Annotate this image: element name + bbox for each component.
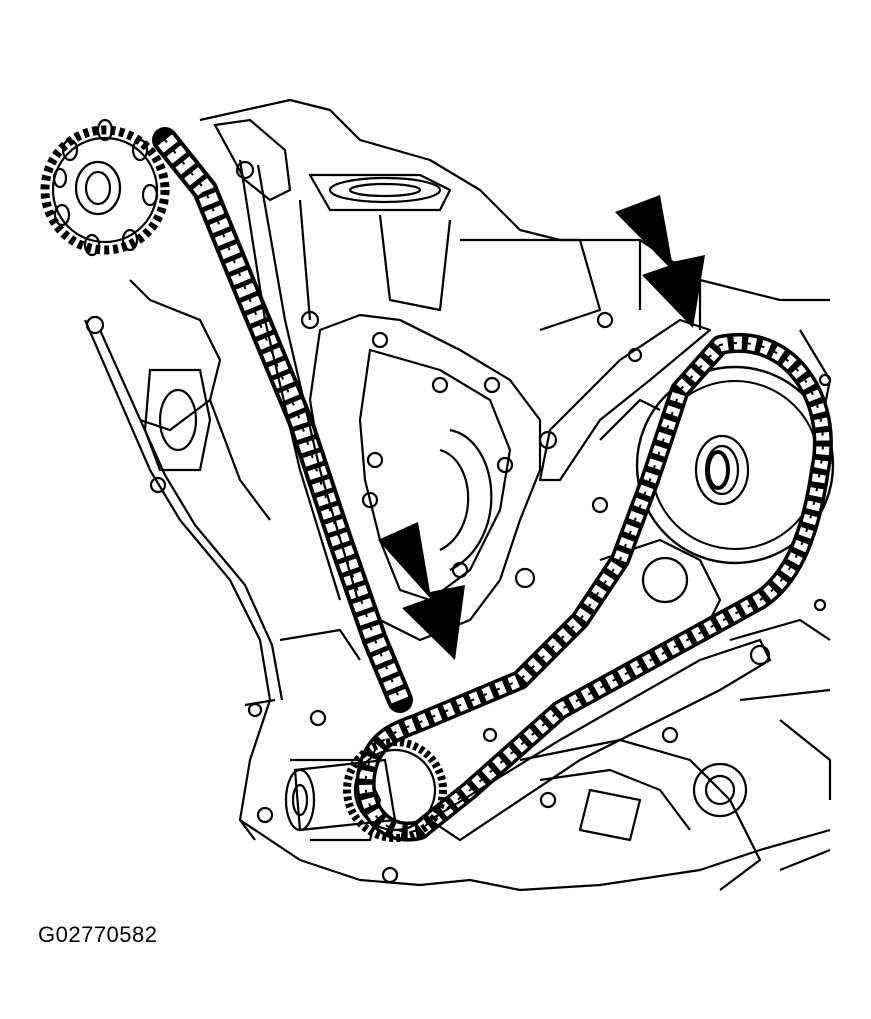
- left-camshaft-sprocket: [40, 118, 170, 257]
- right-timing-chain: [355, 333, 833, 842]
- timing-mark-arrow-upper: [615, 195, 705, 328]
- left-timing-chain: [152, 127, 413, 713]
- engine-block-outline: [83, 98, 832, 892]
- crankshaft-sprocket: [284, 738, 447, 842]
- right-chain-guide: [427, 638, 772, 842]
- timing-mark-arrow-lower: [378, 522, 465, 660]
- left-chain-guide: [85, 118, 360, 601]
- mounting-bolts: [247, 311, 832, 884]
- figure-id-label: G02770582: [38, 922, 158, 947]
